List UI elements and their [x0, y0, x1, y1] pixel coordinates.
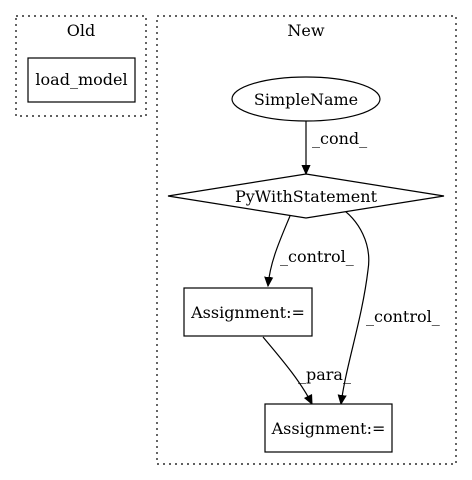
node-load-model-label: load_model — [35, 70, 127, 89]
cluster-new-label: New — [287, 21, 324, 40]
edge-control-right-label: _control_ — [366, 307, 440, 326]
node-load-model[interactable]: load_model — [27, 57, 136, 103]
edge-control-left-label: _control_ — [280, 247, 354, 266]
cluster-old-label: Old — [67, 21, 95, 40]
edge-para: _para_ — [262, 336, 351, 404]
cluster-new: New — [156, 15, 457, 465]
edge-cond: _cond_ — [306, 121, 367, 174]
edge-para-label: _para_ — [298, 365, 351, 384]
node-py-with-statement[interactable]: PyWithStatement — [167, 173, 445, 219]
node-py-with-statement-label: PyWithStatement — [235, 187, 378, 206]
node-simple-name-label: SimpleName — [254, 90, 358, 109]
cluster-old: Old — [15, 15, 147, 117]
edge-cond-label: _cond_ — [312, 129, 367, 148]
node-assignment-1-label: Assignment:= — [190, 303, 305, 322]
node-assignment-1[interactable]: Assignment:= — [183, 287, 313, 337]
edge-control-right: _control_ — [338, 205, 440, 404]
node-assignment-2[interactable]: Assignment:= — [264, 403, 393, 453]
node-simple-name[interactable]: SimpleName — [231, 76, 381, 122]
node-assignment-2-label: Assignment:= — [271, 419, 386, 438]
edge-control-left: _control_ — [268, 215, 354, 286]
